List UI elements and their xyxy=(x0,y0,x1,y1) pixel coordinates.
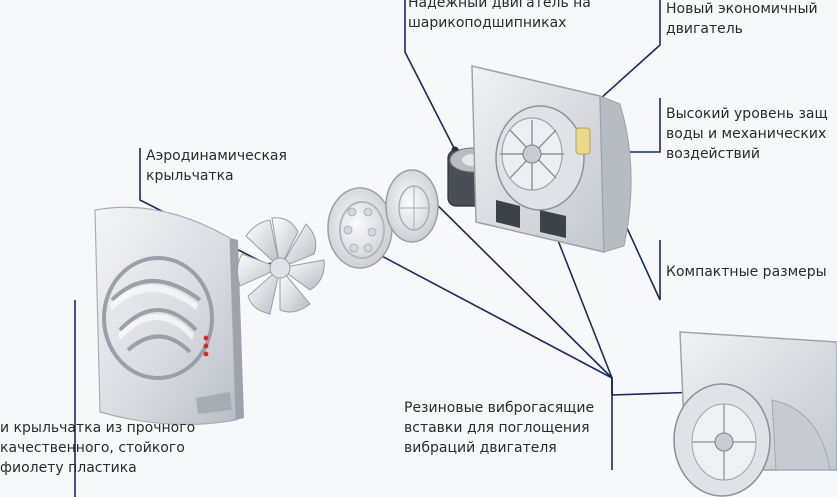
callout-material-line-3: фиолету пластика xyxy=(0,460,137,476)
assembled-fan xyxy=(673,331,837,497)
callout-impeller-line-1: Аэродинамическая xyxy=(146,148,287,164)
callout-impeller-line-2: крыльчатка xyxy=(146,168,234,184)
callout-motor-line-2: двигатель xyxy=(666,21,743,37)
callout-dampers-line-2: вставки для поглощения xyxy=(404,420,590,436)
callout-protection-line-1: Высокий уровень защ xyxy=(666,106,828,122)
indicator-lights xyxy=(203,335,209,357)
callout-protection: Высокий уровень защ воды и механических … xyxy=(666,104,828,164)
callout-compact-line-1: Компактные размеры xyxy=(666,264,827,280)
fan-housing xyxy=(471,65,632,253)
callout-protection-line-3: воздействий xyxy=(666,146,760,162)
leader-lines xyxy=(74,0,701,497)
bearing-plate xyxy=(385,169,439,243)
callout-motor: Новый экономичный двигатель xyxy=(666,0,818,39)
callout-material: и крыльчатка из прочного качественного, … xyxy=(0,418,195,478)
callout-protection-line-2: воды и механических xyxy=(666,126,827,142)
callout-material-line-1: и крыльчатка из прочного xyxy=(0,420,196,436)
callout-compact: Компактные размеры xyxy=(666,262,827,282)
callout-impeller: Аэродинамическая крыльчатка xyxy=(146,146,287,186)
impeller xyxy=(236,217,325,315)
callout-dampers-line-3: вибраций двигателя xyxy=(404,440,557,456)
callout-bearings-line-2: шарикоподшипниках xyxy=(408,15,567,31)
callout-motor-line-1: Новый экономичный xyxy=(666,1,818,17)
callout-material-line-2: качественного, стойкого xyxy=(0,440,185,456)
callout-bearings: Надежный двигатель на шарикоподшипниках xyxy=(408,0,591,33)
callout-dampers-line-1: Резиновые виброгасящие xyxy=(404,400,595,416)
front-panel xyxy=(94,206,244,426)
callout-bearings-line-1: Надежный двигатель на xyxy=(408,0,591,11)
rotor-disc xyxy=(327,187,393,269)
callout-dampers: Резиновые виброгасящие вставки для погло… xyxy=(404,398,594,458)
